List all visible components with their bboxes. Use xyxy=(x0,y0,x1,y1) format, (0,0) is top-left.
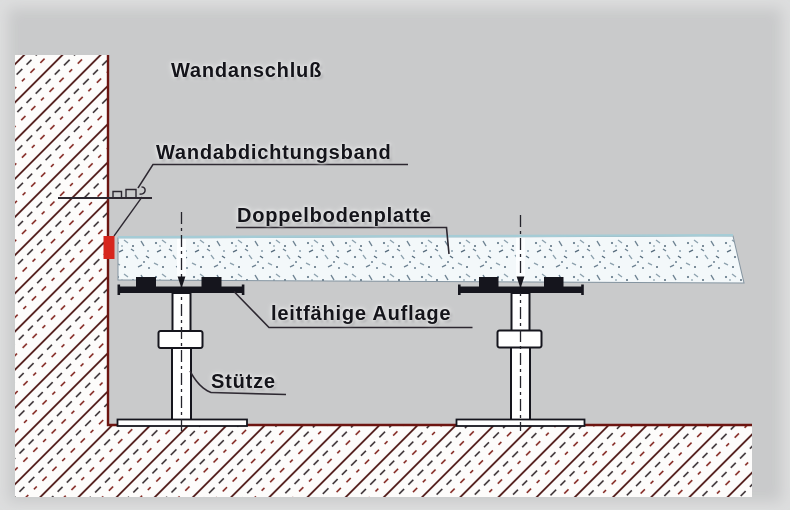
leader-doppelbodenplatte xyxy=(236,226,450,255)
leader-lines xyxy=(137,163,473,396)
leader-wandabdichtungsband xyxy=(137,163,408,189)
head-plate-cap-right xyxy=(581,284,584,295)
base-plate xyxy=(116,418,248,427)
rod-tip xyxy=(177,276,186,289)
leader-stuetze xyxy=(189,370,287,396)
sealing-band-symbol xyxy=(58,186,152,237)
panel-top-edge xyxy=(117,234,734,239)
pedestal-left xyxy=(116,212,248,431)
head-plate-cap-right xyxy=(241,284,245,295)
pedestal-right xyxy=(455,215,586,431)
head-plate xyxy=(118,286,243,293)
adjustment-nut xyxy=(157,330,204,349)
conductive-pad xyxy=(544,277,564,287)
panel-joint-right xyxy=(516,237,525,282)
label-stuetze: Stütze xyxy=(211,371,276,393)
label-leitfaehige-auflage: leitfähige Auflage xyxy=(271,303,452,325)
conductive-pad xyxy=(136,277,156,287)
adjustment-nut xyxy=(496,329,543,349)
rod-tip xyxy=(516,276,525,289)
band-pointer-line xyxy=(113,196,143,237)
band-clip-2 xyxy=(125,188,137,197)
leader-leitfaehige-auflage xyxy=(233,290,473,329)
conductive-pad xyxy=(201,277,222,287)
conductive-pad xyxy=(479,277,499,287)
head-plate-cap-left xyxy=(117,284,121,295)
floor-panel xyxy=(117,234,745,284)
band-curl xyxy=(139,186,146,195)
band-clip-1 xyxy=(112,190,123,197)
label-wandabdichtungsband: Wandabdichtungsband xyxy=(156,142,392,164)
panel-body xyxy=(117,235,745,284)
sealing-tape xyxy=(103,236,115,259)
label-doppelbodenplatte: Doppelbodenplatte xyxy=(237,205,432,227)
masonry-section xyxy=(15,55,752,497)
label-wandanschluss: Wandanschluß xyxy=(171,60,323,82)
head-plate xyxy=(459,286,583,293)
head-plate-cap-left xyxy=(458,284,461,295)
